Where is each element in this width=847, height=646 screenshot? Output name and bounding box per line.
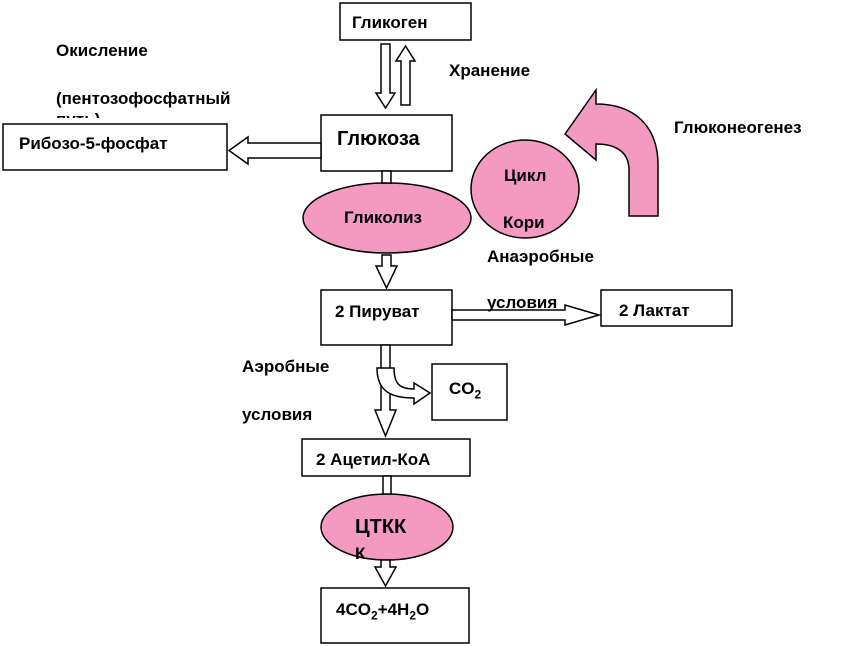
oxidation-pathway-label-cont: путь): [56, 110, 100, 118]
gluconeogenesis-arrow: [563, 87, 659, 217]
glycolysis-label: Гликолиз: [344, 208, 422, 227]
acetyl-coa-label: 2 Ацетил-КоА: [316, 450, 431, 469]
cori-cycle-ellipse: [470, 139, 580, 239]
glycogen-box: [339, 2, 472, 41]
aerobic-label-1: Аэробные: [242, 357, 330, 376]
tcc-label-2: К: [355, 544, 366, 563]
storage-label: Хранение: [449, 61, 531, 80]
glucose-to-glycogen-arrow: [394, 44, 417, 106]
glucose-to-glycolysis-connector: [381, 170, 392, 184]
lactate-box: [600, 289, 733, 327]
tcc-to-final-arrow: [373, 559, 398, 588]
cori-cycle-label-2: Кори: [503, 213, 545, 232]
cori-cycle-label-1: Цикл: [504, 166, 547, 185]
pyruvate-to-co2-branch-arrow: [376, 367, 432, 406]
co2-label: CO2: [449, 379, 482, 402]
anaerobic-label-2: условия: [487, 293, 558, 312]
co2-box: [431, 363, 508, 421]
gluconeogenesis-label: Глюконеогенез: [674, 118, 802, 137]
ribose-box: [2, 123, 228, 171]
pyruvate-label: 2 Пируват: [335, 302, 420, 321]
glucose-to-ribose-arrow: [227, 135, 322, 166]
glycogen-to-glucose-arrow: [374, 43, 397, 110]
glucose-label: Глюкоза: [337, 128, 420, 150]
aerobic-label-2: условия: [242, 405, 313, 424]
lactate-label: 2 Лактат: [619, 301, 690, 320]
acetyl-coa-to-tcc-arrow: [382, 475, 392, 495]
pyruvate-to-lactate-arrow: [451, 303, 602, 327]
ribose-label: Рибозо-5-фосфат: [19, 134, 168, 153]
tcc-label-1: ЦТКК: [355, 516, 407, 538]
oxidation-pathway-label: (пентозофосфатный: [56, 89, 231, 108]
anaerobic-label-1: Анаэробные: [487, 247, 594, 266]
oxidation-label: Окисление: [56, 41, 148, 60]
final-products-label: 4CO2+4H2O: [336, 600, 430, 623]
glycogen-label: Гликоген: [352, 13, 428, 32]
final-products-box: [320, 587, 470, 644]
glycolysis-to-pyruvate-arrow: [374, 254, 399, 290]
